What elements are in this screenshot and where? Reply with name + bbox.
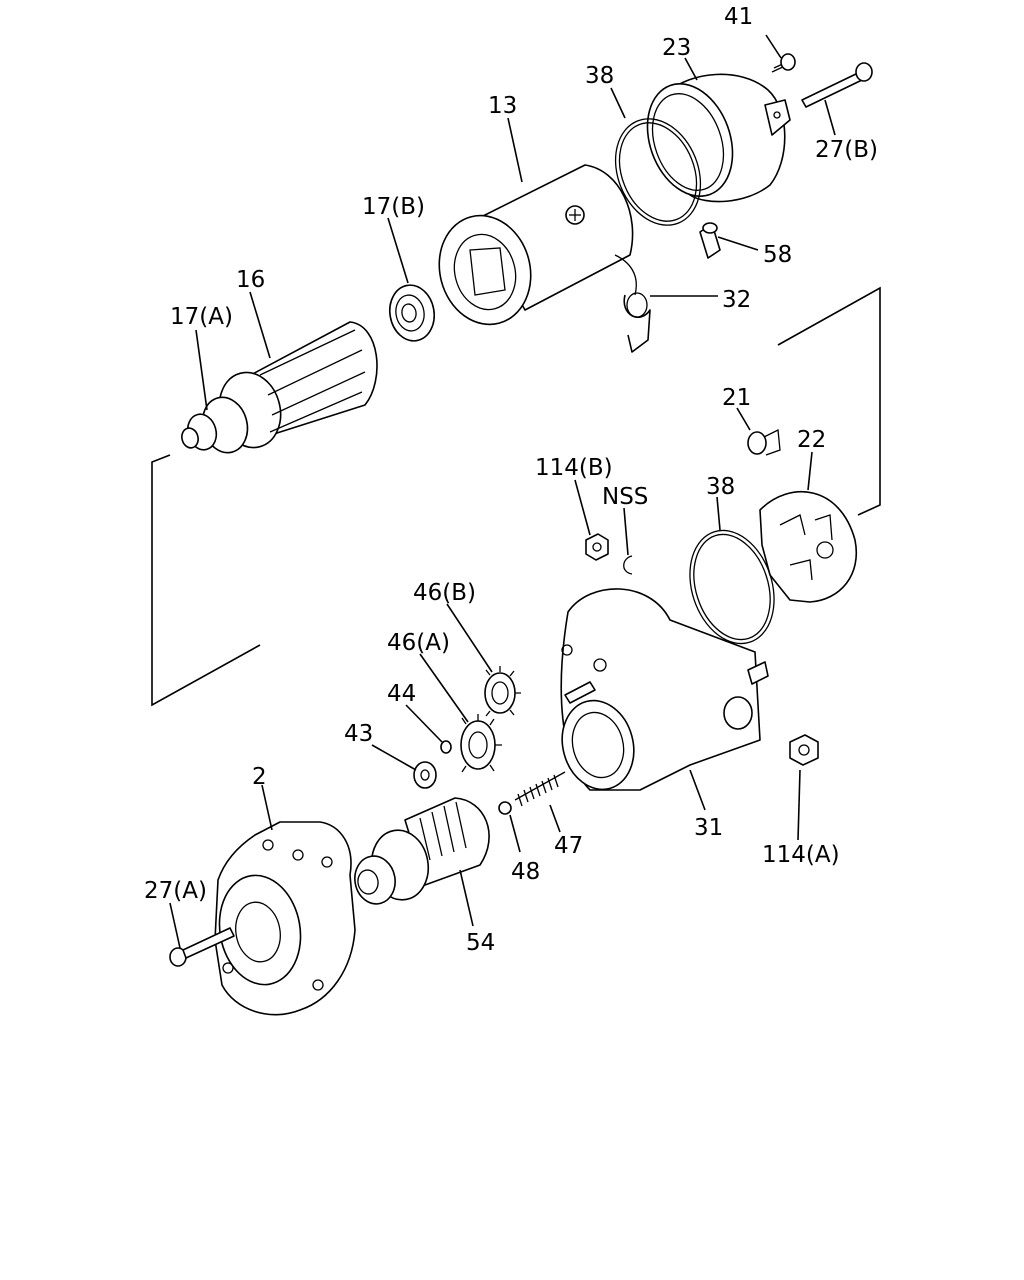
housing-31 <box>560 588 769 791</box>
callout-114b: 114(B) <box>535 455 613 481</box>
assembly-outline-left <box>151 454 261 707</box>
bolt-27b <box>801 62 873 108</box>
nut-114b <box>585 533 609 561</box>
callout-27a: 27(A) <box>144 878 207 904</box>
clip-nss <box>623 555 633 575</box>
spring-47 <box>514 771 566 807</box>
callout-46b: 46(B) <box>413 580 476 606</box>
callout-17b: 17(B) <box>362 194 425 220</box>
callout-41: 41 <box>724 4 753 30</box>
callout-46a: 46(A) <box>387 630 450 656</box>
fastener-21 <box>747 428 781 456</box>
yoke-13 <box>438 164 634 326</box>
nut-114a <box>789 734 819 766</box>
end-cap-23 <box>646 73 791 203</box>
callout-38-top: 38 <box>585 63 614 89</box>
callout-22: 22 <box>797 427 826 453</box>
callout-32: 32 <box>722 287 751 313</box>
callout-nss: NSS <box>602 484 648 510</box>
plug-58 <box>699 222 721 259</box>
callout-2: 2 <box>252 764 267 790</box>
callout-38-mid: 38 <box>706 474 735 500</box>
callout-43: 43 <box>344 721 373 747</box>
callout-13: 13 <box>488 93 517 119</box>
callout-48: 48 <box>511 859 540 885</box>
lead-wire-32 <box>614 254 651 353</box>
bolt-27a <box>169 927 235 967</box>
callout-58: 58 <box>763 242 792 268</box>
callout-23: 23 <box>662 35 691 61</box>
callout-27b: 27(B) <box>815 137 878 163</box>
callout-17a: 17(A) <box>170 304 233 330</box>
front-housing-2 <box>214 821 356 1016</box>
leader-lines <box>169 34 836 949</box>
washer-43 <box>413 761 437 789</box>
gear-46a <box>460 714 502 773</box>
callout-47: 47 <box>554 833 583 859</box>
callout-44: 44 <box>387 681 416 707</box>
o-ring-38-mid <box>689 529 775 645</box>
callout-54: 54 <box>466 930 495 956</box>
gear-46b <box>484 666 521 717</box>
o-ring-38-top <box>614 118 702 226</box>
callout-114a: 114(A) <box>762 842 840 868</box>
assembly-outline-right <box>777 286 881 516</box>
armature-16 <box>181 321 378 454</box>
pinion-clutch-54 <box>354 797 490 905</box>
callout-21: 21 <box>722 385 751 411</box>
screw-41 <box>771 53 796 73</box>
brush-holder-22 <box>759 490 858 603</box>
callout-16: 16 <box>236 267 265 293</box>
callout-31: 31 <box>694 815 723 841</box>
pin-44 <box>440 740 452 754</box>
bearing-17b <box>388 284 436 342</box>
ball-48 <box>498 801 512 815</box>
